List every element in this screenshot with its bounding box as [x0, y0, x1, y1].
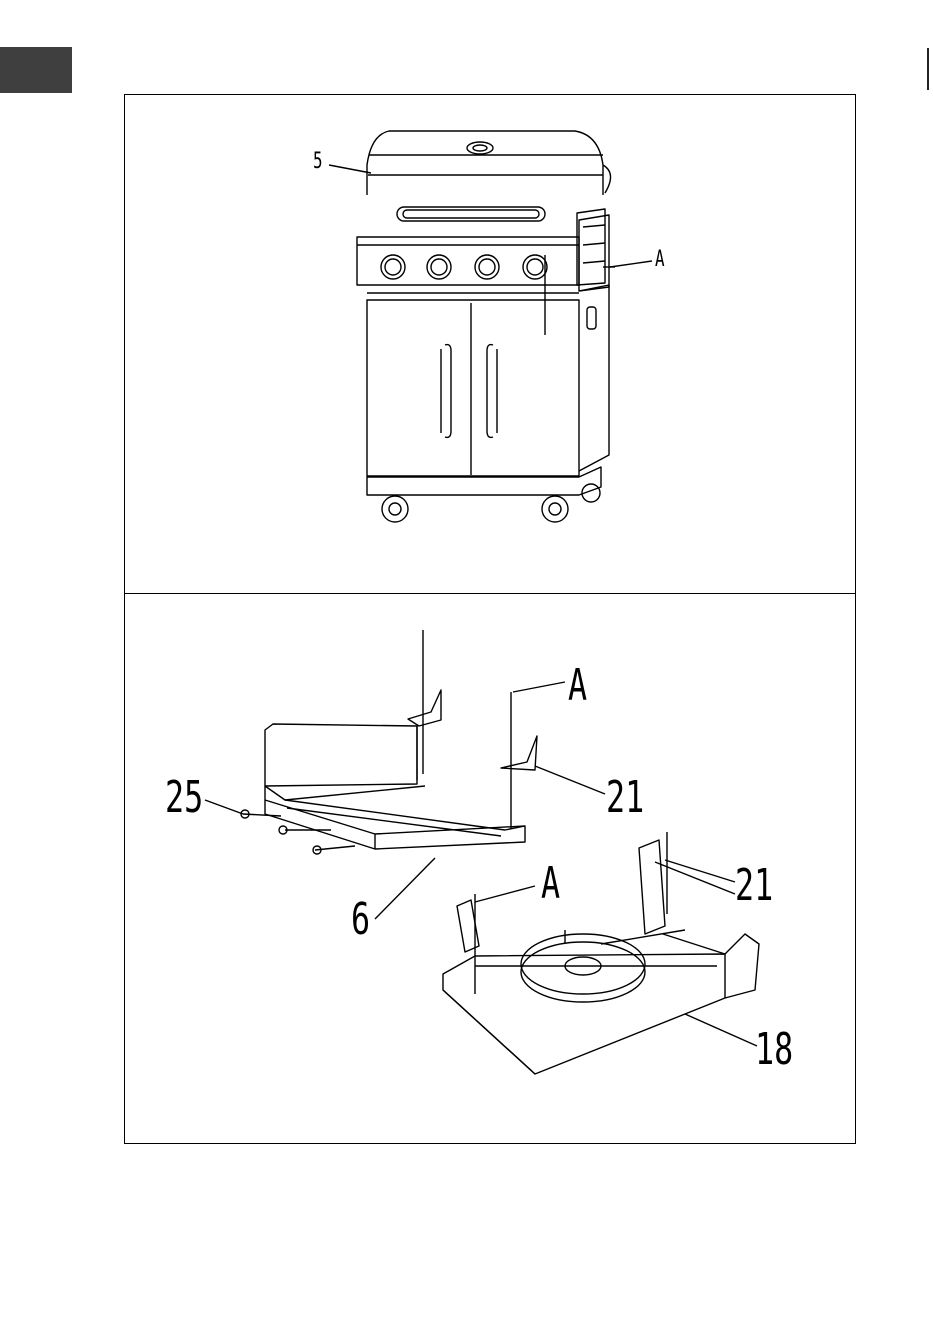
- side-burner: [521, 942, 645, 1002]
- door-handle-right: [487, 345, 493, 438]
- assembled-grill-panel: 5 A: [124, 94, 856, 594]
- cart-base: [367, 467, 601, 495]
- callout-18: 18: [755, 1028, 793, 1072]
- side-shelf-18: [443, 954, 725, 1074]
- wheel-front-right: [542, 496, 568, 522]
- callout-a-top: A: [655, 249, 665, 271]
- bracket-21-upper: [501, 736, 537, 770]
- door-handle-left: [445, 345, 451, 438]
- callout-5: 5: [313, 151, 323, 173]
- callout-21-upper: 21: [606, 776, 644, 820]
- leader-5: [329, 165, 371, 173]
- leader-a-upper: [513, 682, 565, 692]
- grill-lid: [367, 131, 603, 195]
- language-tab: [0, 47, 72, 93]
- leader-6: [375, 858, 435, 919]
- callout-a-lower: A: [541, 862, 560, 906]
- leader-18: [685, 1014, 757, 1046]
- assembled-grill-illustration: [125, 95, 857, 595]
- bracket-21-lower-right: [639, 840, 665, 934]
- leader-a-lower: [475, 886, 535, 902]
- callout-a-upper: A: [568, 664, 587, 708]
- cabinet: [367, 300, 579, 476]
- cart-side: [579, 285, 609, 471]
- thermometer: [467, 142, 493, 154]
- leader-21-lower: [665, 860, 735, 882]
- leader-21-upper: [535, 766, 605, 794]
- bracket-21-lower-left: [457, 900, 479, 952]
- side-shelf-assembly-panel: 25 6 A 21 A 21 18: [124, 593, 856, 1144]
- leader-a-top: [610, 261, 652, 267]
- page-edge-mark: [927, 48, 929, 90]
- bracket-upper-left: [408, 690, 441, 726]
- side-shelf-6: [265, 786, 525, 849]
- lid-handle: [397, 207, 545, 221]
- shelf-back-wall: [265, 724, 417, 786]
- callout-21-lower: 21: [735, 864, 773, 908]
- callout-25: 25: [165, 776, 203, 820]
- callout-6: 6: [351, 898, 370, 942]
- leader-25: [205, 800, 243, 814]
- wheel-front-left: [382, 496, 408, 522]
